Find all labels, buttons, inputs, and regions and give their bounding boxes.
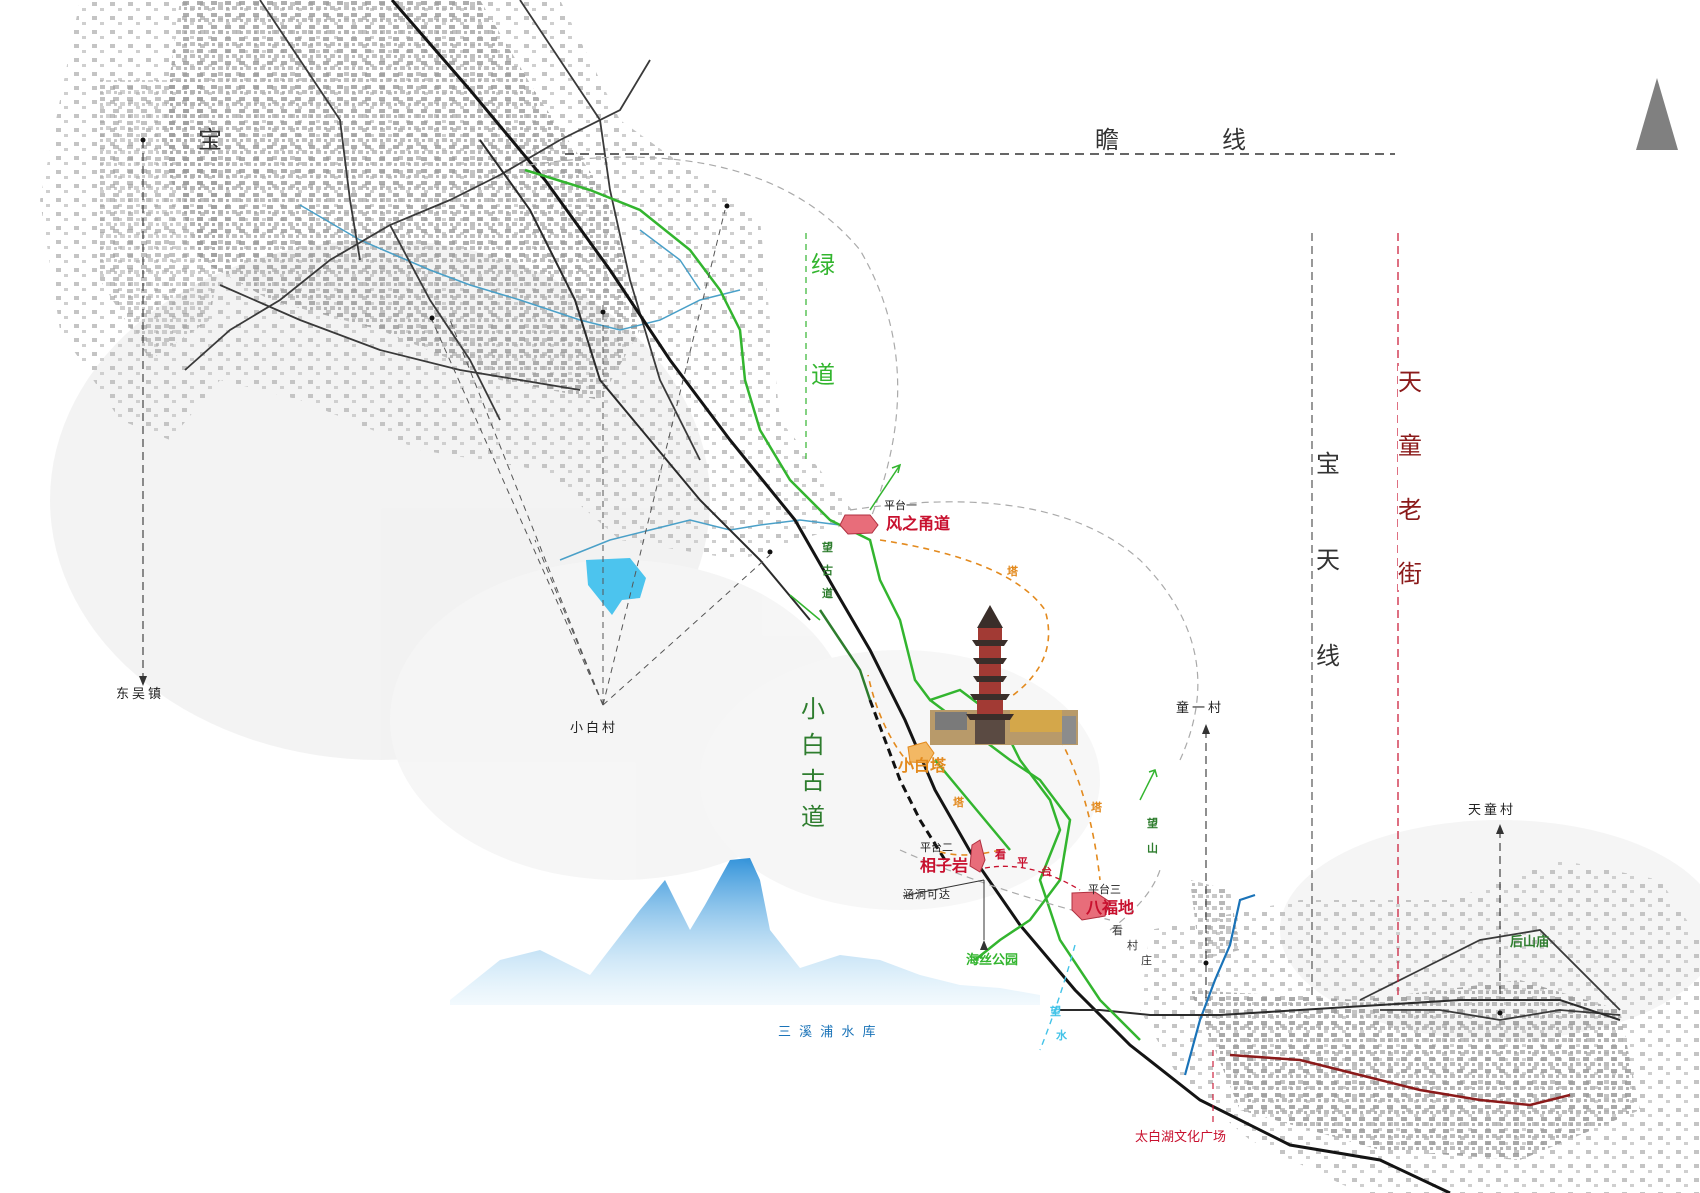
greenway-spur [934,759,1011,851]
reservoir-water [450,858,1040,1005]
ancient-road-char-1: 小 [801,695,828,723]
dongwu-town-label: 东吴镇 [116,687,165,702]
platform-3-shape [1071,891,1111,921]
kan-cun-zhuang-char-3: 庄 [1141,954,1152,967]
tower-label-right: 塔 [1091,801,1102,814]
secondary-road [479,139,811,621]
ancient-road-char-4: 道 [801,803,828,831]
ancient-road-path [818,609,872,701]
east-road [1060,999,1621,1021]
platform-sightline [984,865,1081,891]
tiantong-street-char-3: 老 [1398,496,1425,524]
tiantong-village-label: 天童村 [1468,803,1517,818]
platform-3-name: 八福地 [1086,898,1135,917]
wang-gu-dao-char-3: 道 [822,587,833,600]
baozhan-char-1: 宝 [198,126,225,154]
old-street-path [1229,1053,1571,1107]
wang-shan-char-1: 望 [1147,817,1158,830]
main-road [390,0,1451,1193]
tongyi-village-label: 童一村 [1176,701,1225,716]
kan-ping-tai-char-1: 看 [995,848,1006,861]
tower-label-left: 塔 [953,796,964,809]
platform-1-shape [839,514,879,535]
kan-cun-zhuang-char-1: 看 [1112,924,1123,937]
greenway-path [524,168,1141,1041]
xiaobai-village-label: 小白村 [570,721,619,736]
kan-ping-tai-char-3: 台 [1041,865,1052,878]
greenway-char-1: 绿 [811,251,838,279]
roads [184,0,1621,1021]
wang-shui-char-1: 望 [1050,1005,1061,1018]
greenway-label: 绿 道 [811,253,838,387]
tiantong-street-char-2: 童 [1398,432,1425,460]
platform-2-label: 平台二 [920,841,953,854]
arrowheads [139,676,1504,950]
baozhan-char-2: 瞻 [1095,126,1122,154]
baotian-char-2: 天 [1316,546,1343,574]
platform-2-name: 相子岩 [920,856,969,875]
baozhan-char-3: 线 [1222,126,1249,154]
ancient-road-dashed [868,699,947,861]
ancient-road-char-2: 白 [801,731,828,759]
wang-gu-dao-char-1: 望 [822,541,833,554]
river-east [1183,893,1256,1076]
baotian-char-1: 宝 [1316,450,1343,478]
houshan-temple-label: 后山庙 [1510,935,1550,950]
wang-gu-dao-char-2: 古 [822,564,833,577]
tiantong-street-char-1: 天 [1398,368,1425,396]
platform-3-label: 平台三 [1088,883,1121,896]
culvert-label: 涵洞可达 [903,888,951,901]
location-dots [140,137,1503,1016]
pagoda-illustration [930,605,1078,745]
pagoda-name-label: 小白塔 [898,756,947,775]
wang-gu-dao-label: 望 古 道 [822,542,833,599]
baotian-char-3: 线 [1316,642,1343,670]
tower-label-upper: 塔 [1007,565,1018,578]
ancient-road-label: 小 白 古 道 [801,697,828,829]
water-sightline [1039,944,1076,1051]
tiantong-street-label: 天 童 老 街 [1398,366,1425,590]
kan-ping-tai-char-2: 平 [1017,856,1028,869]
platform-1-label: 平台一 [884,499,917,512]
wang-shui-char-2: 水 [1056,1029,1067,1042]
ancient-road-char-3: 古 [801,767,828,795]
culvert-line [902,879,985,897]
streams [299,204,841,561]
baotian-line-label: 宝 天 线 [1316,448,1343,672]
haisi-park-label: 海丝公园 [966,953,1019,968]
platform-2-shape [969,839,986,873]
sight-arrows [789,463,1158,801]
taibai-plaza-label: 太白湖文化广场 [1135,1130,1227,1145]
platform-1-name: 风之甬道 [886,514,951,533]
wang-shan-label: 望 山 [1147,818,1158,854]
tiantong-street-char-4: 街 [1398,560,1425,588]
wang-shan-char-2: 山 [1147,842,1158,855]
sightline-fan [431,209,771,706]
urban-fabric-tiantong [1140,860,1700,1193]
pond-water [586,558,646,615]
reservoir-label: 三 溪 浦 水 库 [778,1025,878,1040]
kan-cun-zhuang-char-2: 村 [1127,939,1138,952]
north-arrow-icon [1636,78,1678,150]
greenway-char-2: 道 [811,361,838,389]
pagoda-platform-shape [907,741,935,764]
